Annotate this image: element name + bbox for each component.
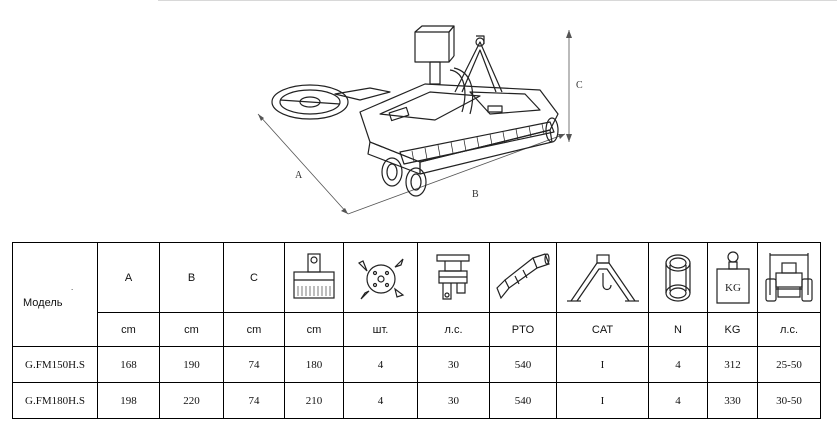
- value-cell: 25-50: [757, 346, 821, 383]
- unit-cell: cm: [223, 312, 285, 347]
- unit-cell: N: [648, 312, 708, 347]
- header-icon-row: . Модель A B C: [12, 242, 821, 347]
- dimension-b-label: B: [472, 189, 479, 200]
- column-c-header: C: [223, 242, 285, 313]
- value-cell: 190: [159, 346, 224, 383]
- weight-icon-text: KG: [725, 282, 741, 294]
- column-tractor-header: [757, 242, 821, 313]
- roller-icon: [293, 252, 335, 299]
- column-gearbox-header: [417, 242, 490, 313]
- value-cell: I: [556, 346, 649, 383]
- model-header-cell: . Модель: [12, 242, 98, 347]
- model-cell: G.FM180H.S: [12, 382, 98, 419]
- column-a-header: A: [97, 242, 160, 313]
- unit-cell: cm: [97, 312, 160, 347]
- value-cell: 312: [707, 346, 758, 383]
- pto-shaft-icon: [496, 252, 550, 299]
- model-cell: G.FM150H.S: [12, 346, 98, 383]
- blade-rotor-icon: [357, 258, 404, 299]
- value-cell: 220: [159, 382, 224, 419]
- value-cell: 4: [648, 346, 708, 383]
- header-unit-row: cm cm cm cm шт. л.с. PTO CAT N KG л.с.: [13, 312, 821, 347]
- hitch-category-icon: [566, 253, 639, 302]
- unit-cell: л.с.: [757, 312, 821, 347]
- value-cell: 74: [223, 346, 285, 383]
- gearbox-icon: [435, 253, 470, 300]
- value-cell: 540: [489, 346, 557, 383]
- value-cell: 210: [284, 382, 344, 419]
- value-cell: 540: [489, 382, 557, 419]
- unit-cell: CAT: [556, 312, 649, 347]
- unit-cell: PTO: [489, 312, 557, 347]
- value-cell: 198: [97, 382, 160, 419]
- dimension-c-label: C: [576, 80, 583, 91]
- belts-icon: [665, 253, 691, 302]
- mower-drawing: A B C: [257, 25, 583, 215]
- value-cell: 30: [417, 346, 490, 383]
- unit-cell: cm: [284, 312, 344, 347]
- dimension-a-label: A: [295, 170, 303, 181]
- table-row: G.FM180H.S 198 220 74 210 4 30 540 I 4 3…: [12, 382, 821, 419]
- specification-table: . Модель A B C: [12, 242, 821, 419]
- unit-cell: шт.: [343, 312, 418, 347]
- column-roller-header: [284, 242, 344, 313]
- weight-kg-icon: KG: [715, 250, 750, 304]
- unit-cell: л.с.: [417, 312, 490, 347]
- value-cell: 30-50: [757, 382, 821, 419]
- unit-cell: KG: [707, 312, 758, 347]
- value-cell: 4: [343, 382, 418, 419]
- column-b-header: B: [159, 242, 224, 313]
- value-cell: 330: [707, 382, 758, 419]
- value-cell: 4: [648, 382, 708, 419]
- value-cell: I: [556, 382, 649, 419]
- value-cell: 30: [417, 382, 490, 419]
- column-belts-header: [648, 242, 708, 313]
- value-cell: 168: [97, 346, 160, 383]
- model-header-dot: .: [71, 283, 74, 292]
- column-cat-header: [556, 242, 649, 313]
- column-blades-header: [343, 242, 418, 313]
- column-pto-header: [489, 242, 557, 313]
- value-cell: 74: [223, 382, 285, 419]
- value-cell: 180: [284, 346, 344, 383]
- unit-cell: cm: [159, 312, 224, 347]
- top-divider: [158, 0, 837, 1]
- model-header-label: Модель: [23, 297, 63, 309]
- value-cell: 4: [343, 346, 418, 383]
- tractor-icon: [765, 252, 813, 302]
- column-weight-header: KG: [707, 242, 758, 313]
- table-row: G.FM150H.S 168 190 74 180 4 30 540 I 4 3…: [12, 346, 821, 383]
